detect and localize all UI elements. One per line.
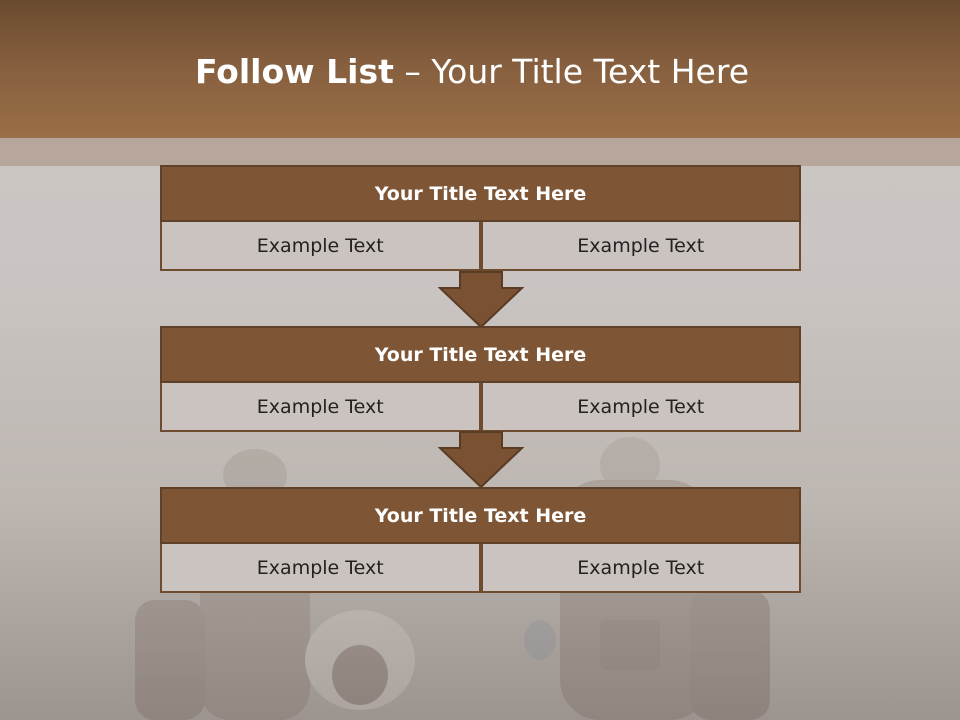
block-cell-right: Example Text xyxy=(480,544,801,593)
block-cell-right: Example Text xyxy=(480,222,801,271)
list-block-1: Your Title Text Here Example Text Exampl… xyxy=(160,165,801,271)
block-title: Your Title Text Here xyxy=(160,165,801,222)
block-row: Example Text Example Text xyxy=(160,544,801,593)
block-cell-left: Example Text xyxy=(160,544,481,593)
header-strip xyxy=(0,138,960,166)
header-band xyxy=(0,0,960,138)
slide-title-rest: Your Title Text Here xyxy=(431,52,750,91)
slide-title-separator: – xyxy=(393,52,432,91)
block-cell-left: Example Text xyxy=(160,383,481,432)
block-row: Example Text Example Text xyxy=(160,383,801,432)
slide-title-bold: Follow List xyxy=(194,52,394,91)
block-cell-left: Example Text xyxy=(160,222,481,271)
list-block-2: Your Title Text Here Example Text Exampl… xyxy=(160,326,801,432)
block-row: Example Text Example Text xyxy=(160,222,801,271)
block-title: Your Title Text Here xyxy=(160,326,801,383)
block-cell-right: Example Text xyxy=(480,383,801,432)
block-title: Your Title Text Here xyxy=(160,487,801,544)
down-arrow-icon xyxy=(438,271,524,329)
list-block-3: Your Title Text Here Example Text Exampl… xyxy=(160,487,801,593)
down-arrow-icon xyxy=(438,431,524,489)
slide-title: Follow List – Your Title Text Here xyxy=(0,52,944,91)
